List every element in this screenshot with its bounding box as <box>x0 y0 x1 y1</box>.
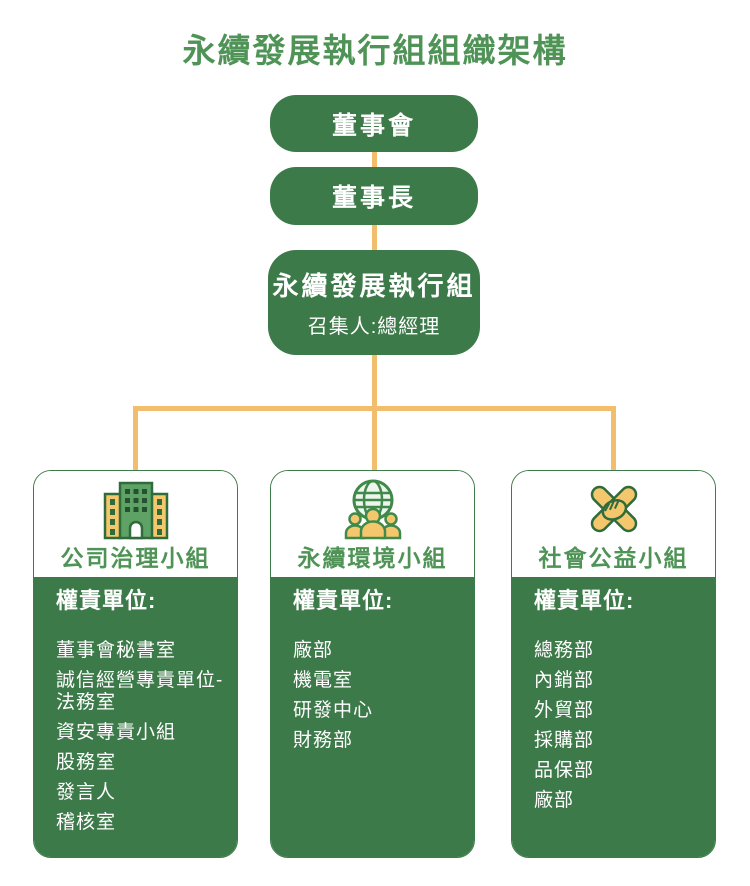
building-icon <box>103 481 168 540</box>
connector-chairman-exec <box>372 225 377 250</box>
list-item: 機電室 <box>293 670 354 691</box>
list-header: 權責單位: <box>534 588 635 613</box>
connector-board-chairman <box>372 152 377 167</box>
list-item: 研發中心 <box>293 700 374 721</box>
card-body: 權責單位: 總務部 內銷部 外貿部 採購部 品保部 廠部 <box>512 577 715 857</box>
list-item: 廠部 <box>293 640 334 661</box>
node-convener-subtitle: 召集人:總經理 <box>307 316 441 338</box>
list-item: 股務室 <box>56 752 117 773</box>
list-item: 董事會秘書室 <box>56 640 177 661</box>
node-label: 永續發展執行組 <box>272 271 476 301</box>
node-sustainability-executive-group: 永續發展執行組 召集人:總經理 <box>268 250 480 355</box>
group-card-social-welfare: 社會公益小組 權責單位: 總務部 內銷部 外貿部 採購部 品保部 廠部 <box>511 470 716 858</box>
group-card-sustainable-environment: 永續環境小組 權責單位: 廠部 機電室 研發中心 財務部 <box>270 470 475 858</box>
list-item: 稽核室 <box>56 812 117 833</box>
responsible-units-list: 董事會秘書室 誠信經營專責單位-法務室 資安專責小組 股務室 發言人 稽核室 <box>56 640 225 834</box>
node-label: 董事會 <box>331 111 416 140</box>
list-item: 誠信經營專責單位-法務室 <box>56 670 224 713</box>
list-item: 廠部 <box>534 790 575 811</box>
card-body: 權責單位: 廠部 機電室 研發中心 財務部 <box>271 577 474 857</box>
list-item: 資安專責小組 <box>56 722 177 743</box>
card-title: 社會公益小組 <box>538 545 689 571</box>
list-item: 外貿部 <box>534 700 595 721</box>
connector-exec-branch <box>372 355 377 406</box>
connector-drop-social <box>611 406 616 470</box>
responsible-units-list: 總務部 內銷部 外貿部 採購部 品保部 廠部 <box>534 640 703 812</box>
card-header: 永續環境小組 <box>271 471 474 577</box>
card-title: 公司治理小組 <box>60 545 211 571</box>
node-chairman: 董事長 <box>270 167 478 225</box>
responsible-units-list: 廠部 機電室 研發中心 財務部 <box>293 640 462 752</box>
node-label: 董事長 <box>331 184 416 212</box>
list-item: 品保部 <box>534 760 595 781</box>
globe-people-icon <box>344 479 401 540</box>
list-item: 總務部 <box>534 640 595 661</box>
card-title: 永續環境小組 <box>297 545 448 571</box>
card-body: 權責單位: 董事會秘書室 誠信經營專責單位-法務室 資安專責小組 股務室 發言人… <box>34 577 237 857</box>
list-item: 採購部 <box>534 730 595 751</box>
list-header: 權責單位: <box>56 588 157 613</box>
node-board-of-directors: 董事會 <box>270 95 478 152</box>
group-card-corporate-governance: 公司治理小組 權責單位: 董事會秘書室 誠信經營專責單位-法務室 資安專責小組 … <box>33 470 238 858</box>
list-item: 內銷部 <box>534 670 595 691</box>
hands-teamwork-icon <box>590 485 637 533</box>
card-header: 社會公益小組 <box>512 471 715 577</box>
list-item: 發言人 <box>56 782 117 803</box>
connector-drop-governance <box>133 406 138 470</box>
list-item: 財務部 <box>293 730 354 751</box>
connector-drop-environment <box>372 406 377 470</box>
card-header: 公司治理小組 <box>34 471 237 577</box>
list-header: 權責單位: <box>293 588 394 613</box>
page-title: 永續發展執行組組織架構 <box>182 32 568 69</box>
